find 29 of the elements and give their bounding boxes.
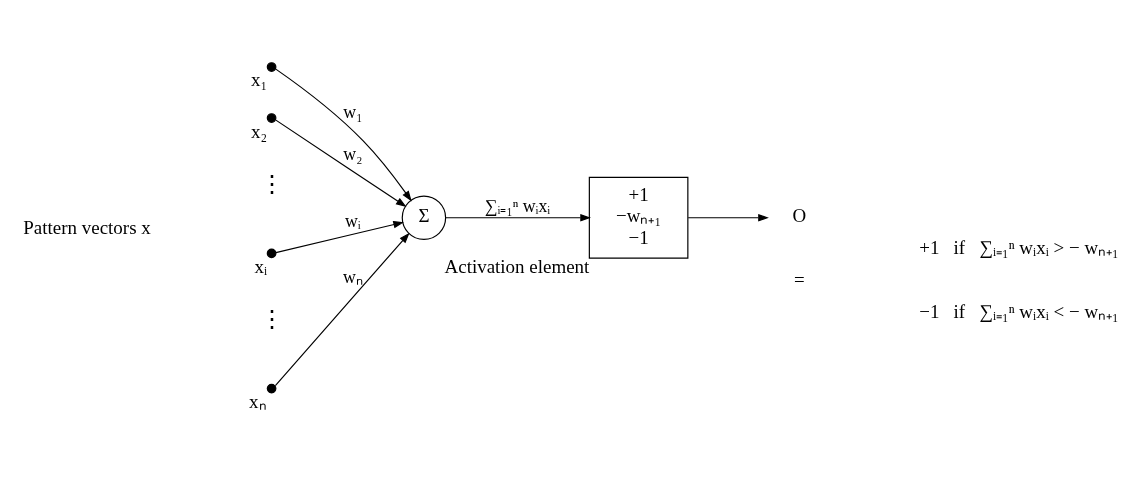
node-label: xᵢ <box>254 255 268 277</box>
node-circle <box>266 62 277 72</box>
node-label: x₁ <box>250 69 268 91</box>
label: +1 if ∑ᵢ₌₁ⁿ wᵢxᵢ > − wₙ₊₁ <box>919 237 1119 259</box>
node-text: O <box>792 205 807 227</box>
edge-label: w₁ <box>343 102 363 123</box>
arrow <box>445 214 591 222</box>
label: −1 if ∑ᵢ₌₁ⁿ wᵢxᵢ < − wₙ₊₁ <box>919 301 1119 323</box>
node-circle <box>266 383 277 394</box>
node-label: x₂ <box>250 120 268 142</box>
node-box: +1 −wₙ₊₁ −1 <box>588 176 689 259</box>
arrow <box>687 214 769 222</box>
arrow <box>274 68 412 202</box>
label: ⋮ <box>259 305 284 332</box>
label: Pattern vectors x <box>23 217 151 239</box>
node-label: xₙ <box>249 391 267 413</box>
node-circle <box>266 113 277 123</box>
label: ⋮ <box>259 170 284 197</box>
edge-label: wₙ <box>342 267 363 287</box>
edge-label: ∑ᵢ₌₁ⁿ wᵢxᵢ <box>484 195 551 216</box>
edge-label: w₂ <box>343 143 363 164</box>
arrow <box>275 221 404 254</box>
edge-label: wᵢ <box>344 211 361 232</box>
arrow <box>274 232 410 387</box>
node-circle: Σ <box>401 195 447 240</box>
node-circle <box>266 248 277 259</box>
node-label: Activation element <box>444 256 590 278</box>
arrow <box>275 119 407 207</box>
label: = <box>794 269 805 291</box>
